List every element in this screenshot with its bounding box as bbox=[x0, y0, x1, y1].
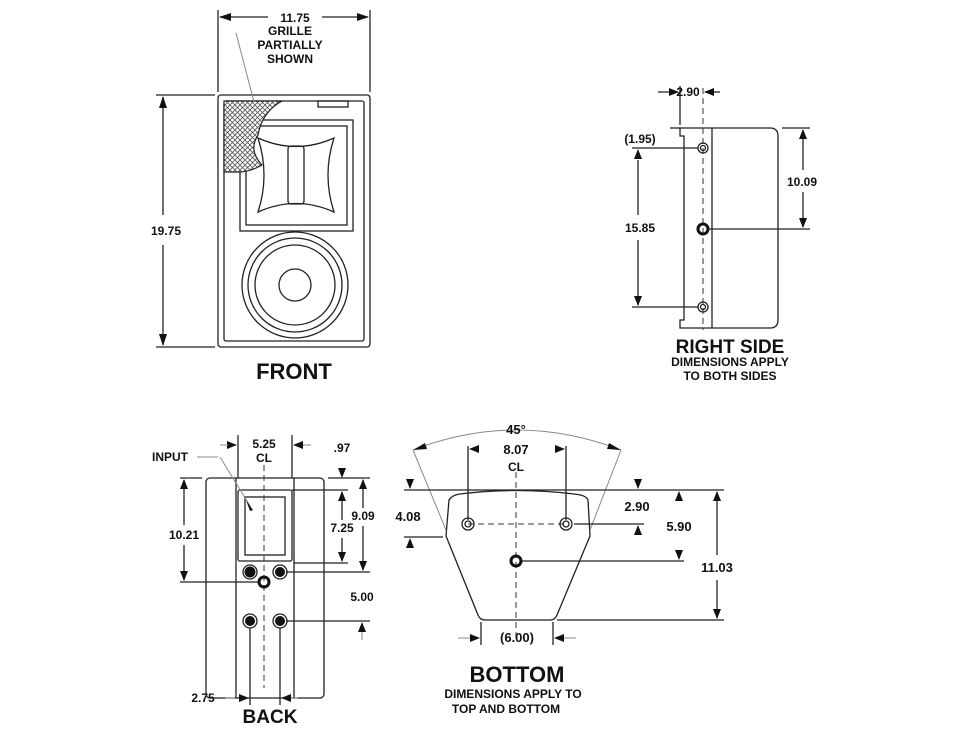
right-side-view: 2.90 (1.95) 15.85 10.09 RIGHT SIDE DIMEN… bbox=[624, 85, 817, 383]
front-view: 11.75 GRILLE PARTIALLY SHOWN 19.75 FRONT bbox=[151, 10, 371, 384]
grille-note-1: GRILLE bbox=[268, 24, 312, 38]
bottom-angle-dim: 45° bbox=[506, 422, 526, 437]
bottom-hole-depth-dim: 2.90 bbox=[624, 499, 649, 514]
back-width-dim: 5.25 bbox=[252, 437, 276, 451]
grille-partial bbox=[223, 100, 283, 173]
bottom-title: BOTTOM bbox=[470, 662, 565, 687]
back-top-offset-dim: .97 bbox=[334, 441, 351, 455]
side-hole-span-dim: 15.85 bbox=[625, 221, 655, 235]
side-outline bbox=[679, 127, 779, 329]
bottom-side-dim: 4.08 bbox=[395, 509, 420, 524]
input-panel bbox=[237, 489, 293, 562]
bottom-depth-dim: 11.03 bbox=[701, 560, 733, 575]
bottom-centerline-label: CL bbox=[508, 460, 524, 474]
back-holes bbox=[242, 564, 288, 629]
side-depth-dim: 2.90 bbox=[676, 85, 700, 99]
bottom-note-1: DIMENSIONS APPLY TO bbox=[444, 687, 581, 701]
grille-note-2: PARTIALLY bbox=[257, 38, 322, 52]
horn-outline bbox=[239, 119, 354, 232]
bottom-view: 45° 8.07 CL 4.08 2.90 5.90 11.03 (6.00) … bbox=[395, 422, 733, 716]
bottom-note-2: TOP AND BOTTOM bbox=[452, 702, 560, 716]
bottom-hole-spacing-dim: 8.07 bbox=[503, 442, 528, 457]
bottom-rear-width-dim: (6.00) bbox=[500, 630, 534, 645]
front-width-dim: 11.75 bbox=[280, 11, 310, 25]
back-centerline-label: CL bbox=[256, 451, 272, 465]
back-hole-span-dim: 5.00 bbox=[350, 590, 374, 604]
woofer bbox=[241, 231, 349, 339]
back-hole-width-dim: 2.75 bbox=[191, 691, 215, 705]
right-side-note-1: DIMENSIONS APPLY bbox=[671, 355, 789, 369]
back-title: BACK bbox=[243, 707, 298, 728]
back-outline bbox=[205, 477, 325, 699]
bottom-hole-center bbox=[509, 554, 523, 568]
side-center-height-dim: 10.09 bbox=[787, 175, 817, 189]
back-panel-dim: 7.25 bbox=[330, 521, 354, 535]
horn-throat bbox=[256, 136, 336, 214]
front-height-dim: 19.75 bbox=[151, 224, 181, 238]
bottom-outline bbox=[445, 489, 591, 621]
front-cabinet-outline bbox=[217, 94, 371, 348]
back-center-height-dim: 10.21 bbox=[169, 528, 199, 542]
input-label: INPUT bbox=[152, 450, 189, 464]
back-to-holes-dim: 9.09 bbox=[351, 509, 375, 523]
side-top-offset-dim: (1.95) bbox=[624, 132, 655, 146]
front-title: FRONT bbox=[256, 359, 332, 384]
back-view: INPUT 5.25 CL .97 7.25 9.09 5.00 bbox=[152, 435, 375, 728]
bottom-center-depth-dim: 5.90 bbox=[666, 519, 691, 534]
right-side-title: RIGHT SIDE bbox=[676, 337, 785, 358]
right-side-note-2: TO BOTH SIDES bbox=[683, 369, 776, 383]
grille-note-3: SHOWN bbox=[267, 52, 313, 66]
